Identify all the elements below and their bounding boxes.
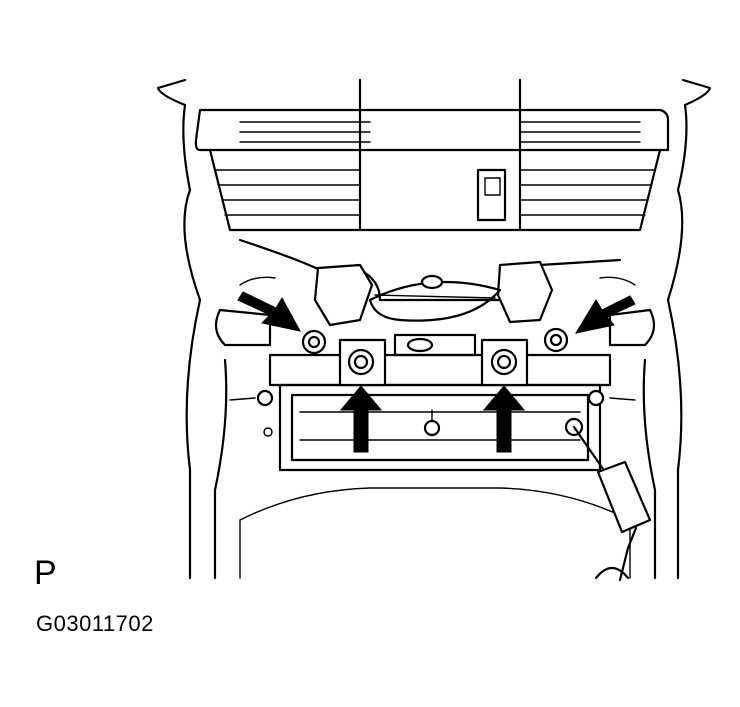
cable-connector xyxy=(564,417,652,582)
upper-housing xyxy=(194,78,670,232)
side-brackets xyxy=(214,308,656,401)
arrow-right-outer xyxy=(574,295,636,334)
arrow-left-outer xyxy=(237,291,301,332)
arrow-right-inner xyxy=(482,385,526,453)
bolt-right-outer xyxy=(543,327,569,353)
callout-arrows xyxy=(237,291,636,453)
center-knob xyxy=(423,409,441,437)
view-letter: P xyxy=(34,554,57,592)
bolt-left-outer xyxy=(301,329,327,355)
shift-mechanism xyxy=(238,238,636,327)
arrow-left-inner xyxy=(339,385,383,453)
side-fittings xyxy=(256,389,605,437)
figure-code: G03011702 xyxy=(36,611,154,636)
console-outline xyxy=(156,78,712,580)
bolt-left-inner xyxy=(347,348,375,376)
mounting-plate xyxy=(268,333,612,472)
bolt-right-inner xyxy=(490,348,518,376)
